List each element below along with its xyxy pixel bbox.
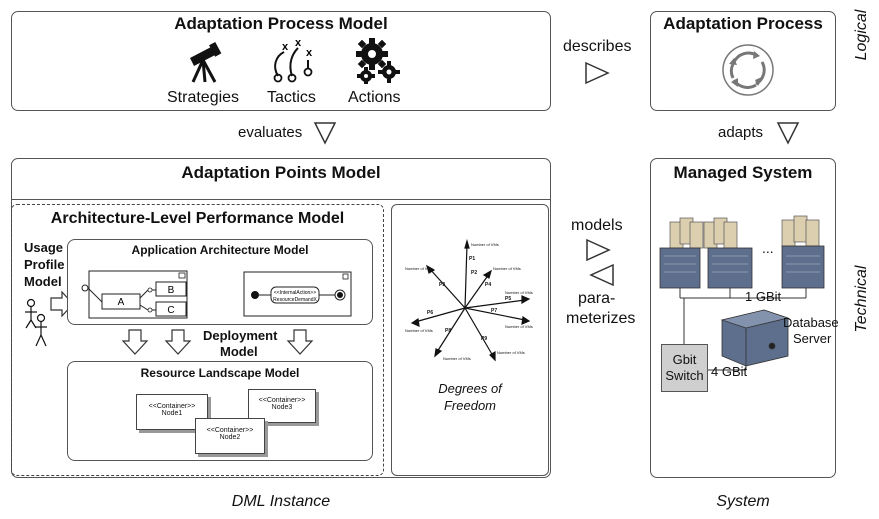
svg-text:Number of VMs: Number of VMs — [443, 356, 471, 361]
dml-instance-label: DML Instance — [231, 493, 331, 510]
degrees-of-freedom-box — [391, 204, 549, 476]
managed-system-title: Managed System — [673, 163, 813, 182]
axis-p2: P2 — [471, 270, 477, 276]
architecture-model-title: Architecture-Level Performance Model — [50, 210, 345, 227]
deployment-arrow-1 — [121, 329, 149, 355]
svg-text:Number of VMs: Number of VMs — [505, 324, 533, 329]
axis-p3: P3 — [439, 282, 445, 288]
deployment-arrow-2 — [164, 329, 192, 355]
technical-side-label: Technical — [853, 265, 870, 333]
container-node2: <<Container>> Node2 — [195, 418, 265, 454]
actions-label: Actions — [348, 89, 401, 106]
svg-text:Number of VMs: Number of VMs — [405, 266, 433, 271]
svg-text:x: x — [295, 37, 302, 49]
evaluates-arrow-icon — [313, 122, 337, 145]
svg-text:Number of VMs: Number of VMs — [505, 290, 533, 295]
cycle-icon — [722, 44, 774, 96]
axis-p6: P6 — [427, 310, 433, 316]
adaptation-process-model-box — [11, 11, 551, 111]
switch-label-1: Gbit — [672, 352, 697, 367]
internal-action-diagram: <<InternalAction>> ResourceDemandX — [243, 271, 352, 317]
models-label: models — [571, 217, 623, 234]
node1-label: Node1 — [161, 410, 183, 417]
tactics-icon: x x x — [273, 37, 313, 83]
svg-text:x: x — [282, 41, 289, 53]
svg-text:Number of VMs: Number of VMs — [471, 242, 499, 247]
usage-profile-label-3: Model — [24, 274, 62, 289]
degrees-of-freedom-label-1: Degrees of — [438, 381, 502, 396]
application-architecture-title: Application Architecture Model — [131, 243, 309, 257]
link-4gbit-label: 4 GBit — [711, 364, 748, 379]
internal-action-name: ResourceDemandX — [273, 297, 317, 303]
tactics-label: Tactics — [267, 89, 316, 106]
node2-stereotype: <<Container>> — [206, 427, 254, 434]
models-arrow-icon — [586, 238, 611, 262]
component-a-label: A — [118, 297, 125, 308]
telescope-icon — [190, 41, 222, 83]
adaptation-process-model-title: Adaptation Process Model — [174, 14, 388, 33]
component-diagram: A B C — [81, 270, 188, 319]
deployment-label-1: Deployment — [203, 328, 278, 343]
svg-text:x: x — [306, 47, 313, 59]
usage-profile-label-1: Usage — [24, 240, 64, 255]
gears-icon — [356, 38, 400, 84]
axis-p8: P8 — [445, 328, 451, 334]
svg-text:Number of VMs: Number of VMs — [497, 350, 525, 355]
strategies-label: Strategies — [167, 89, 240, 106]
adaptation-points-model-title: Adaptation Points Model — [181, 163, 381, 182]
svg-text:Number of VMs: Number of VMs — [493, 266, 521, 271]
resource-landscape-title: Resource Landscape Model — [140, 366, 300, 380]
axis-p5: P5 — [505, 296, 511, 302]
database-label-2: Server — [793, 331, 832, 346]
node3-stereotype: <<Container>> — [258, 397, 306, 404]
degrees-of-freedom-chart: Number of VMs Number of VMs Number of VM… — [405, 238, 533, 362]
parameterizes-arrow-icon — [589, 263, 614, 287]
system-label: System — [716, 493, 770, 510]
deployment-label-2: Model — [220, 344, 258, 359]
deployment-arrow-3 — [286, 329, 314, 355]
degrees-of-freedom-label-2: Freedom — [443, 398, 497, 413]
describes-arrow-icon — [585, 61, 610, 85]
database-label-1: Database — [783, 315, 839, 330]
internal-action-stereotype: <<InternalAction>> — [274, 290, 316, 296]
usage-profile-label-2: Profile — [24, 257, 65, 272]
component-c-label: C — [167, 305, 174, 316]
component-b-label: B — [168, 285, 175, 296]
parameterizes-label-2: meterizes — [566, 310, 636, 327]
adaptation-points-divider — [11, 199, 550, 200]
node3-label: Node3 — [271, 404, 293, 411]
adapts-arrow-icon — [776, 122, 800, 145]
parameterizes-label-1: para- — [578, 290, 616, 307]
switch-label-2: Switch — [665, 368, 704, 383]
gbit-switch-box: Gbit Switch — [661, 344, 708, 392]
node2-label: Node2 — [219, 434, 241, 441]
architecture-model-box — [11, 204, 384, 476]
axis-p4: P4 — [485, 282, 491, 288]
node1-stereotype: <<Container>> — [148, 403, 196, 410]
link-1gbit-label: 1 GBit — [745, 289, 782, 304]
describes-label: describes — [563, 38, 632, 55]
adaptation-process-title: Adaptation Process — [663, 14, 823, 33]
svg-text:Number of VMs: Number of VMs — [405, 328, 433, 333]
server-cluster-icon — [659, 215, 825, 371]
adapts-label: adapts — [718, 124, 764, 141]
axis-p1: P1 — [469, 256, 475, 262]
user-icon — [25, 298, 47, 347]
evaluates-label: evaluates — [238, 124, 303, 141]
container-node3: <<Container>> Node3 — [248, 389, 316, 423]
server-ellipsis: ... — [762, 240, 774, 256]
axis-p7: P7 — [491, 308, 497, 314]
axis-p9: P9 — [481, 336, 487, 342]
logical-side-label: Logical — [853, 9, 870, 61]
